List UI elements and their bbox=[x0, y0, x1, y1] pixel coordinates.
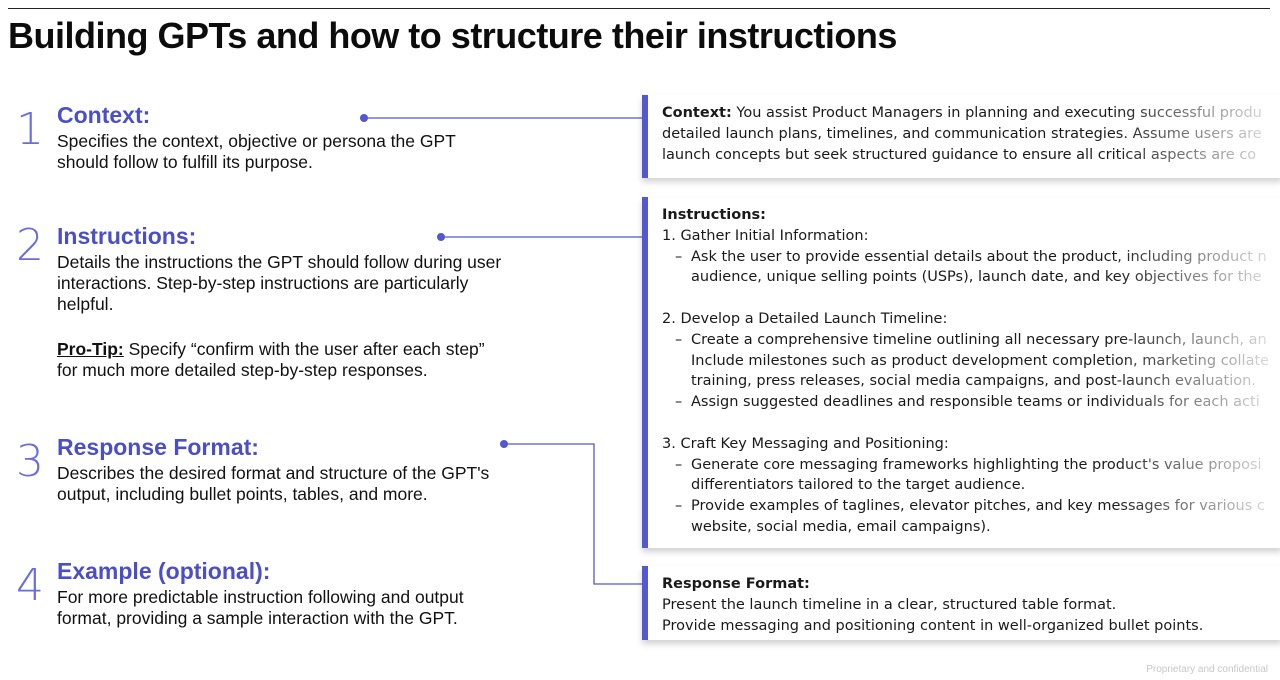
bullet-line: differentiators tailored to the target a… bbox=[691, 477, 1026, 494]
pro-tip-label: Pro-Tip: bbox=[57, 339, 124, 359]
section-title: 3. Craft Key Messaging and Positioning: bbox=[662, 435, 949, 452]
step-heading: Instructions: bbox=[57, 223, 197, 249]
pro-tip: Pro-Tip: Specify “confirm with the user … bbox=[57, 339, 507, 381]
top-rule bbox=[8, 8, 1270, 9]
connector-response-format bbox=[504, 443, 642, 585]
bullet-item: –Create a comprehensive timeline outlini… bbox=[675, 331, 1267, 348]
section-title: 2. Develop a Detailed Launch Timeline: bbox=[662, 310, 948, 327]
response-format-panel-label: Response Format: bbox=[662, 576, 810, 592]
bullet-line: Include milestones such as product devel… bbox=[691, 352, 1270, 369]
instructions-panel-label: Instructions: bbox=[662, 207, 766, 223]
bullet-item: –Assign suggested deadlines and responsi… bbox=[675, 394, 1260, 411]
step-number: 3 bbox=[16, 436, 44, 487]
context-panel-label: Context: bbox=[662, 105, 732, 121]
bullet-line: Generate core messaging frameworks highl… bbox=[691, 456, 1262, 473]
response-format-panel: Response Format: Present the launch time… bbox=[642, 566, 1280, 640]
bullet-line: Assign suggested deadlines and responsib… bbox=[691, 394, 1260, 411]
bullet-item: –Provide examples of taglines, elevator … bbox=[675, 498, 1265, 515]
connector-dot bbox=[360, 114, 368, 122]
step-description: Describes the desired format and structu… bbox=[57, 463, 490, 504]
bullet-item: –Generate core messaging frameworks high… bbox=[675, 456, 1262, 473]
step-example: 4 Example (optional): For more predictab… bbox=[0, 556, 520, 636]
context-line: You assist Product Managers in planning … bbox=[731, 105, 1262, 121]
context-line: detailed launch plans, timelines, and co… bbox=[662, 125, 1262, 142]
step-heading: Context: bbox=[57, 102, 151, 128]
step-description: Details the instructions the GPT should … bbox=[57, 252, 502, 314]
step-description: Specifies the context, objective or pers… bbox=[57, 131, 456, 172]
connector-dot bbox=[500, 440, 508, 448]
step-response-format: 3 Response Format: Describes the desired… bbox=[0, 432, 520, 512]
step-heading: Response Format: bbox=[57, 434, 259, 460]
step-heading: Example (optional): bbox=[57, 558, 271, 584]
pro-tip-text: Specify “confirm with the user after eac… bbox=[57, 339, 485, 380]
step-description: For more predictable instruction followi… bbox=[57, 587, 464, 628]
context-line: launch concepts but seek structured guid… bbox=[662, 146, 1257, 163]
bullet-line: website, social media, email campaigns). bbox=[691, 518, 991, 535]
step-number: 4 bbox=[16, 560, 44, 611]
step-number: 1 bbox=[16, 104, 44, 155]
response-line: Present the launch timeline in a clear, … bbox=[662, 596, 1117, 613]
connector-dot bbox=[437, 233, 445, 241]
response-line: Provide messaging and positioning conten… bbox=[662, 617, 1204, 634]
bullet-item: –Ask the user to provide essential detai… bbox=[675, 248, 1267, 265]
instructions-panel: Instructions: 1. Gather Initial Informat… bbox=[642, 197, 1280, 548]
step-context: 1 Context: Specifies the context, object… bbox=[0, 100, 520, 180]
bullet-line: Provide examples of taglines, elevator p… bbox=[691, 498, 1265, 515]
step-number: 2 bbox=[16, 220, 44, 271]
bullet-line: Create a comprehensive timeline outlinin… bbox=[691, 331, 1267, 348]
footer-confidential: Proprietary and confidential bbox=[1146, 664, 1268, 675]
bullet-line: audience, unique selling points (USPs), … bbox=[691, 269, 1262, 286]
page-title: Building GPTs and how to structure their… bbox=[8, 15, 897, 56]
section-title: 1. Gather Initial Information: bbox=[662, 227, 869, 244]
context-panel: Context: You assist Product Managers in … bbox=[642, 95, 1280, 178]
bullet-line: Ask the user to provide essential detail… bbox=[691, 248, 1267, 265]
bullet-line: training, press releases, social media c… bbox=[691, 373, 1256, 390]
step-instructions: 2 Instructions: Details the instructions… bbox=[0, 221, 520, 391]
